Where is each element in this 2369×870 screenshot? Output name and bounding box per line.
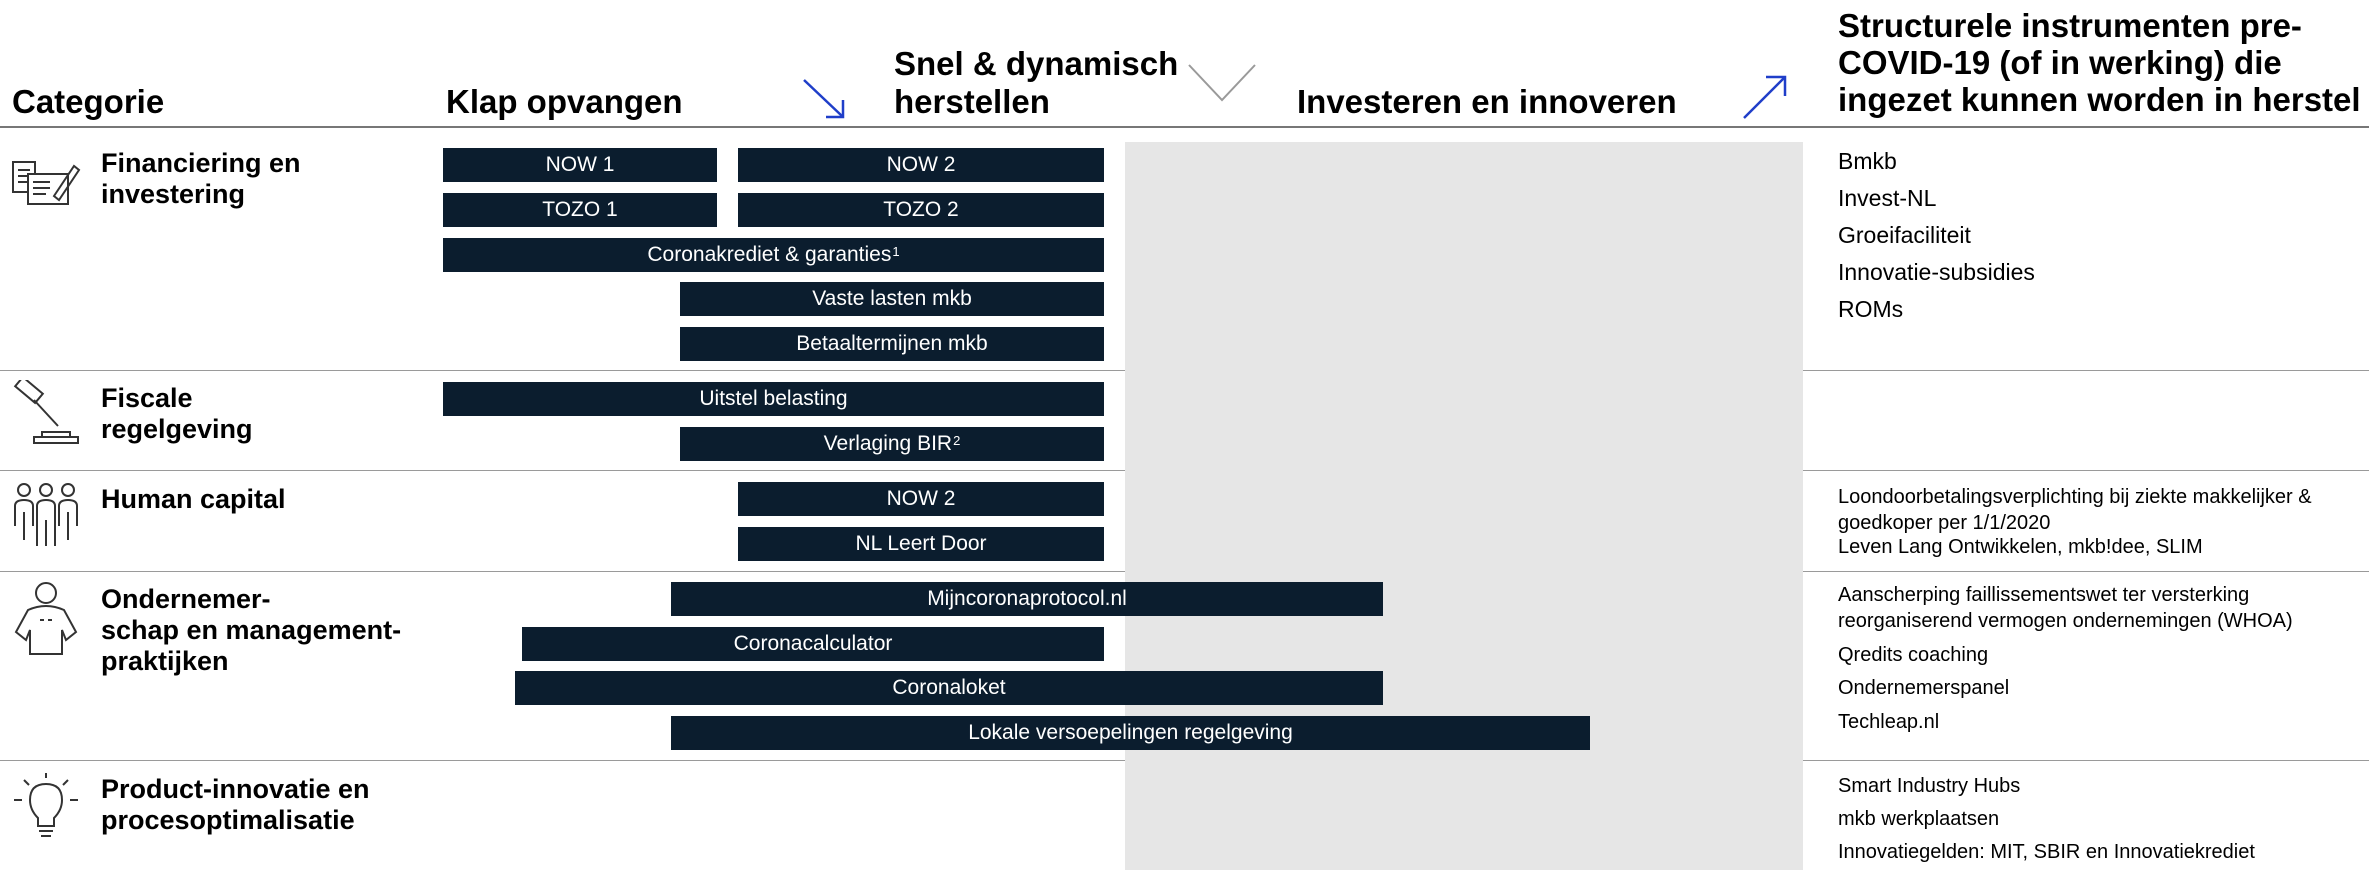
header-phase-investeren-innoveren: Investeren en innoveren bbox=[1297, 83, 1677, 120]
chevron-down-icon bbox=[1188, 64, 1256, 102]
document-pen-icon bbox=[12, 161, 81, 205]
measure-label: Coronakrediet & garanties bbox=[647, 243, 892, 266]
measure-bar: Coronaloket bbox=[515, 671, 1383, 705]
measure-bar: Mijncoronaprotocol.nl bbox=[671, 582, 1383, 616]
instrument-item: Techleap.nl bbox=[1838, 711, 1940, 733]
instrument-item: Ondernemerspanel bbox=[1838, 677, 2010, 699]
header-structural-instruments: Structurele instrumenten pre- COVID-19 (… bbox=[1838, 7, 2361, 118]
people-group-icon bbox=[14, 483, 78, 546]
row-divider bbox=[1803, 571, 2369, 572]
measure-bar: Vaste lasten mkb bbox=[680, 282, 1104, 316]
category-label: Fiscale regelgeving bbox=[101, 383, 253, 444]
instrument-item: Smart Industry Hubs bbox=[1838, 775, 2021, 797]
header-category: Categorie bbox=[12, 83, 165, 120]
row-divider bbox=[1803, 370, 2369, 371]
arrow-up-right-icon bbox=[1743, 75, 1787, 119]
instrument-item: Innovatie-subsidies bbox=[1838, 259, 2035, 285]
instrument-item: Innovatiegelden: MIT, SBIR en Innovatiek… bbox=[1838, 841, 2255, 863]
row-divider bbox=[1803, 760, 2369, 761]
instrument-item: Invest-NL bbox=[1838, 185, 1937, 211]
instrument-item: Leven Lang Ontwikkelen, mkb!dee, SLIM bbox=[1838, 536, 2203, 558]
header-divider bbox=[0, 126, 2369, 128]
category-label: Ondernemer- schap en management- praktij… bbox=[101, 584, 402, 676]
measure-bar: NL Leert Door bbox=[738, 527, 1104, 561]
person-icon bbox=[14, 582, 78, 655]
category-label: Product-innovatie en procesoptimalisatie bbox=[101, 774, 370, 835]
measure-bar: Betaaltermijnen mkb bbox=[680, 327, 1104, 361]
measure-bar: TOZO 1 bbox=[443, 193, 717, 227]
instrument-item: ROMs bbox=[1838, 296, 1904, 322]
instrument-item: Groeifaciliteit bbox=[1838, 222, 1971, 248]
measure-bar: Coronacalculator bbox=[522, 627, 1104, 661]
row-divider bbox=[1803, 470, 2369, 471]
gavel-icon bbox=[13, 380, 79, 444]
row-divider bbox=[0, 470, 1125, 471]
row-divider bbox=[0, 370, 1125, 371]
measure-bar: NOW 1 bbox=[443, 148, 717, 182]
arrow-down-right-icon bbox=[803, 79, 845, 119]
shaded-phase-column bbox=[1125, 142, 1803, 870]
category-label: Financiering en investering bbox=[101, 148, 301, 209]
instrument-item: Qredits coaching bbox=[1838, 644, 1989, 666]
measure-bar: NOW 2 bbox=[738, 482, 1104, 516]
instrument-item: mkb werkplaatsen bbox=[1838, 808, 2000, 830]
header-phase-snel-herstellen: Snel & dynamisch herstellen bbox=[894, 45, 1179, 120]
measure-bar: Uitstel belasting bbox=[443, 382, 1104, 416]
measure-bar: TOZO 2 bbox=[738, 193, 1104, 227]
category-label: Human capital bbox=[101, 484, 286, 514]
instrument-item: Loondoorbetalingsverplichting bij ziekte… bbox=[1838, 486, 2312, 534]
lightbulb-icon bbox=[14, 773, 78, 837]
measure-label: Verlaging BIR bbox=[823, 432, 953, 455]
instrument-item: Aanscherping faillissementswet ter verst… bbox=[1838, 584, 2293, 632]
row-divider bbox=[0, 760, 1125, 761]
row-divider bbox=[0, 571, 1125, 572]
measure-bar: NOW 2 bbox=[738, 148, 1104, 182]
measure-bar: Lokale versoepelingen regelgeving bbox=[671, 716, 1590, 750]
header-phase-klap-opvangen: Klap opvangen bbox=[446, 83, 683, 120]
instrument-item: Bmkb bbox=[1838, 148, 1897, 174]
